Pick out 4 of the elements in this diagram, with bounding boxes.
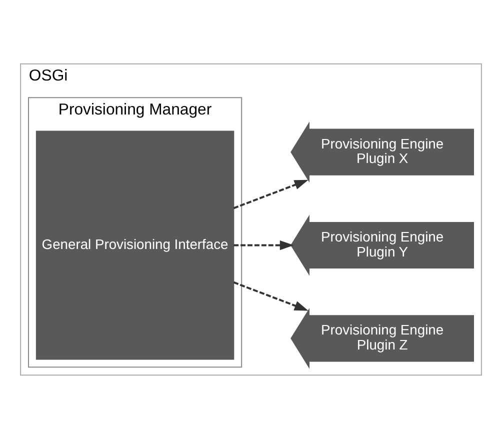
node-box: General Provisioning Interface (36, 130, 234, 360)
arrow (234, 240, 294, 250)
arrow (233, 180, 308, 210)
arrow (233, 281, 308, 311)
